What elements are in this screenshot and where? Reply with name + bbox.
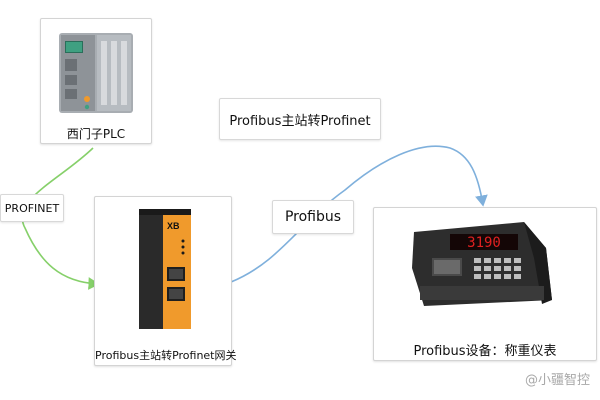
profibus-connection bbox=[230, 145, 488, 283]
scale-display: 3190 bbox=[467, 235, 501, 251]
diagram-title: Profibus主站转Profinet bbox=[219, 98, 381, 140]
plc-node: 西门子PLC bbox=[40, 18, 152, 144]
plc-image bbox=[59, 33, 133, 113]
profibus-label: Profibus bbox=[272, 200, 354, 234]
scale-caption: Profibus设备：称重仪表 bbox=[413, 344, 557, 359]
scale-node: 3190 Profibus设备：称重仪表 bbox=[373, 207, 597, 361]
profinet-label: PROFINET bbox=[0, 194, 64, 222]
gateway-brand: XB bbox=[167, 221, 180, 231]
profinet-connection bbox=[21, 147, 100, 290]
gateway-caption: Profibus主站转Profinet网关 bbox=[95, 349, 237, 362]
gateway-image: XB bbox=[139, 209, 191, 329]
gateway-node: XB Profibus主站转Profinet网关 bbox=[94, 196, 237, 366]
watermark: @小疆智控 bbox=[524, 373, 590, 388]
scale-image: 3190 bbox=[412, 222, 552, 306]
plc-caption: 西门子PLC bbox=[66, 127, 126, 141]
